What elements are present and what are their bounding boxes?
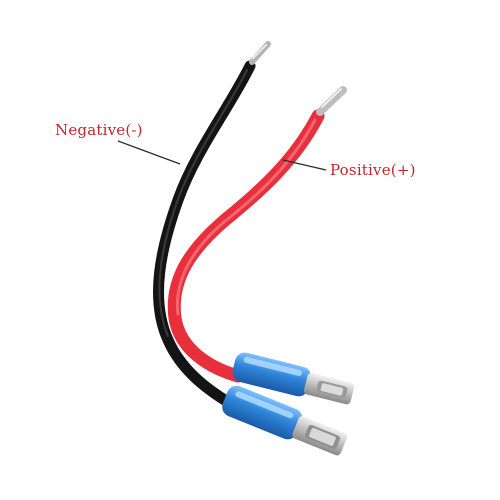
negative-label: Negative(-): [55, 121, 143, 139]
positive-spade-terminal: [232, 352, 355, 405]
positive-label: Positive(+): [330, 161, 416, 179]
negative-leader-line: [117, 140, 181, 165]
positive-leader-line: [282, 159, 327, 171]
negative-spade-terminal: [222, 385, 348, 456]
positive-wire-stripped-tip: [316, 86, 347, 116]
